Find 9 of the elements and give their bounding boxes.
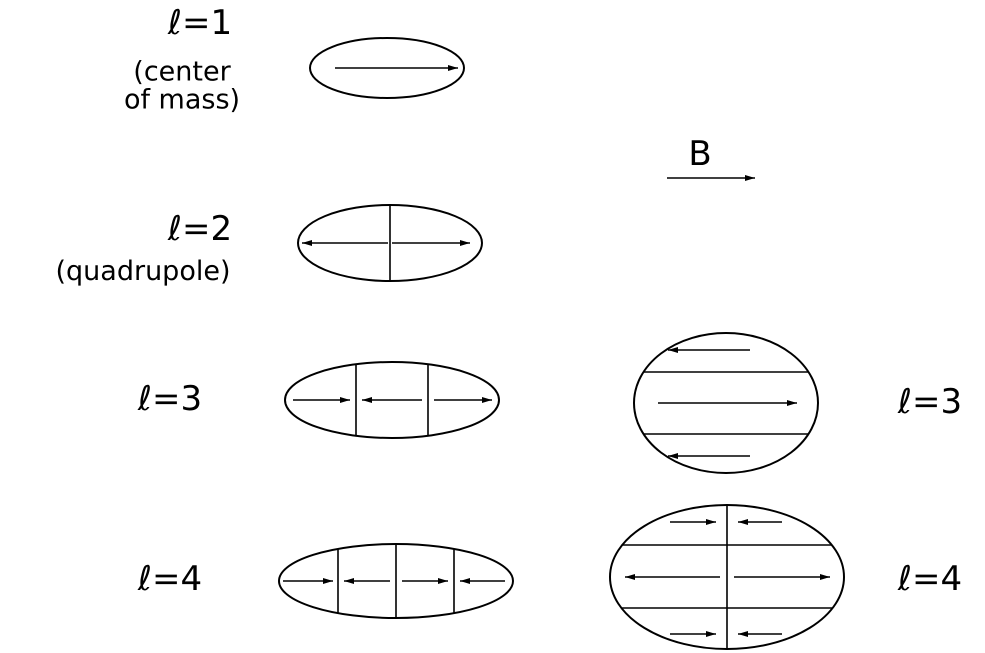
label-text: ℓ=3 <box>138 382 202 418</box>
label-text: ℓ=2 <box>168 212 232 248</box>
label-text: (quadrupole) <box>56 258 230 286</box>
label-text: ℓ=3 <box>898 385 962 421</box>
label-text: B <box>688 137 712 173</box>
label-text: (center of mass) <box>122 58 242 116</box>
label-text: ℓ=4 <box>138 562 202 598</box>
label-text: ℓ=1 <box>168 6 232 42</box>
label-text: ℓ=4 <box>898 562 962 598</box>
